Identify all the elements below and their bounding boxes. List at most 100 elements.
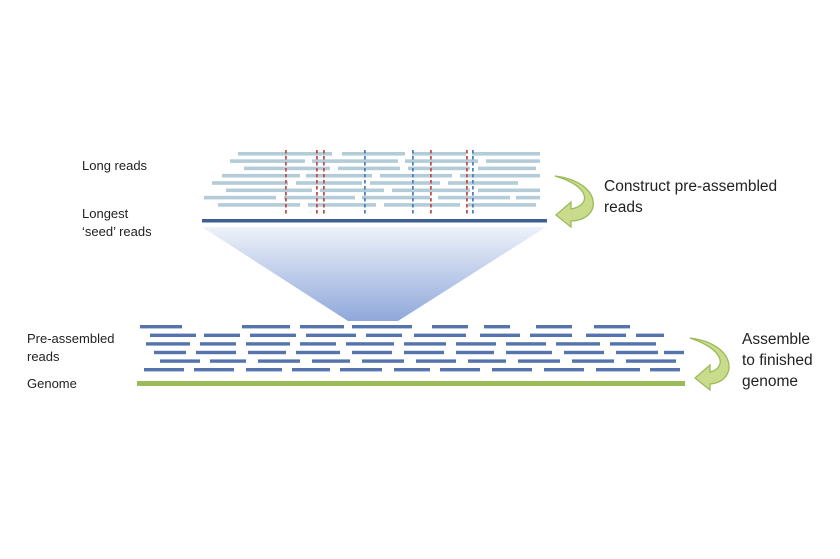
pre-assembled-read [536,325,572,329]
error-mark [472,210,474,214]
pre-assembled-read [586,333,626,337]
error-mark [472,192,474,196]
pre-assembled-read [300,342,336,346]
error-mark [364,180,366,184]
error-mark [323,204,325,208]
long-read [380,173,452,178]
error-mark [472,162,474,166]
pre-assembled-read [414,333,466,337]
long-read [412,152,466,156]
long-read [478,166,536,171]
long-read [392,188,470,193]
error-mark [466,150,468,154]
long-read [284,195,355,200]
error-mark [316,204,318,208]
error-mark [430,192,432,196]
long-read [218,203,300,207]
long-read [342,152,405,156]
pre-assembled-read [556,342,600,346]
pre-assembled-reads-label: Pre-assembled reads [27,331,115,364]
long-read [468,203,536,207]
pre-assembled-read [404,350,444,355]
error-mark [364,162,366,166]
error-mark [466,198,468,202]
error-mark [466,168,468,172]
long-read [408,166,470,171]
error-mark [466,162,468,166]
error-mark [323,186,325,190]
error-mark [323,192,325,196]
pre-assembled-read [492,368,532,372]
error-mark [472,198,474,202]
error-mark [412,156,414,160]
error-mark [316,210,318,214]
error-mark [285,180,287,184]
curved-arrow-icon [554,175,594,229]
long-read [306,173,372,178]
pre-assembled-read [312,359,350,363]
error-mark [316,192,318,196]
pre-assembled-read [366,333,402,337]
pre-assembled-read [484,325,510,329]
pre-assembled-read [394,368,430,372]
error-mark [323,156,325,160]
long-read [338,166,400,171]
assemble-step-label: Assemble to finished genome [742,331,813,390]
pre-assembled-reads-stack [140,325,684,372]
error-mark [412,150,414,154]
long-read [204,195,276,200]
long-reads-stack [204,152,540,207]
genome-bar [137,381,685,386]
error-mark [430,162,432,166]
pre-assembled-read [340,368,382,372]
error-mark [316,198,318,202]
error-mark [285,174,287,178]
long-read [226,188,312,193]
error-mark [430,210,432,214]
pre-assembled-read [144,368,184,372]
pre-assembled-read [564,350,604,355]
long-read [312,159,398,163]
error-mark [472,180,474,184]
pre-assembled-read [650,368,680,372]
long-read [238,152,332,156]
error-mark [285,192,287,196]
pre-assembled-read [246,342,290,346]
error-mark [285,150,287,154]
pre-assembled-read [292,368,330,372]
error-mark [472,186,474,190]
error-mark [323,180,325,184]
pre-assembled-read [518,359,560,363]
pre-assembled-read [594,325,630,329]
pre-assembled-read [468,359,506,363]
pre-assembled-read [572,359,614,363]
pre-assembled-read [544,368,584,372]
long-read [296,181,362,185]
error-mark [364,198,366,202]
pre-assembled-read [242,325,290,329]
error-mark [323,168,325,172]
pre-assembled-read [194,368,234,372]
error-mark [285,168,287,172]
pre-assembled-read [610,342,656,346]
pre-assembled-read [626,359,676,363]
error-mark [466,156,468,160]
error-mark [412,204,414,208]
curved-arrow-icon [689,337,730,392]
error-mark [466,192,468,196]
long-read [448,181,518,185]
long-read [308,203,376,207]
pre-assembled-read [404,342,446,346]
construct-step-label: Construct pre-assembled reads [604,178,778,216]
error-marks [285,150,474,214]
error-mark [430,204,432,208]
error-mark [412,210,414,214]
pre-assembled-read [362,359,404,363]
error-mark [323,162,325,166]
pre-assembled-read [306,333,356,337]
pre-assembled-read [596,368,640,372]
pre-assembled-read [346,342,394,346]
error-mark [430,180,432,184]
pre-assembled-read [140,325,182,329]
long-read [212,181,288,185]
